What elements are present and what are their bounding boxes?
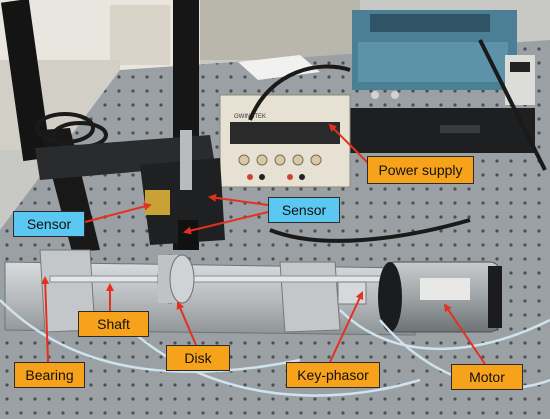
disk — [157, 254, 195, 304]
arrow-bearing — [41, 276, 50, 363]
arrow-disk — [176, 301, 197, 346]
label-motor: Motor — [451, 364, 523, 390]
label-power-supply: Power supply — [367, 156, 474, 184]
label-disk: Disk — [166, 345, 230, 371]
oscilloscope — [352, 10, 517, 99]
arrow-motor — [443, 303, 486, 365]
power-supply-unit: GWINSTEK — [219, 94, 351, 188]
arrow-sensor-right-1 — [208, 193, 269, 206]
sensor-mount — [35, 130, 225, 250]
motor — [378, 261, 502, 333]
label-sensor-left: Sensor — [13, 211, 85, 237]
white-box — [238, 55, 320, 80]
annotation-arrows — [41, 123, 486, 365]
arrow-power-supply — [328, 123, 371, 166]
instrument-black — [345, 108, 535, 153]
label-key-phasor: Key-phasor — [286, 362, 380, 388]
arrow-sensor-left — [84, 202, 152, 223]
label-sensor-right: Sensor — [268, 197, 340, 223]
label-bearing: Bearing — [14, 362, 85, 388]
label-shaft: Shaft — [78, 311, 149, 337]
cables — [35, 39, 547, 243]
shaft — [49, 275, 431, 283]
arrow-sensor-right-2 — [183, 211, 269, 235]
arrow-key-phasor — [329, 291, 364, 363]
